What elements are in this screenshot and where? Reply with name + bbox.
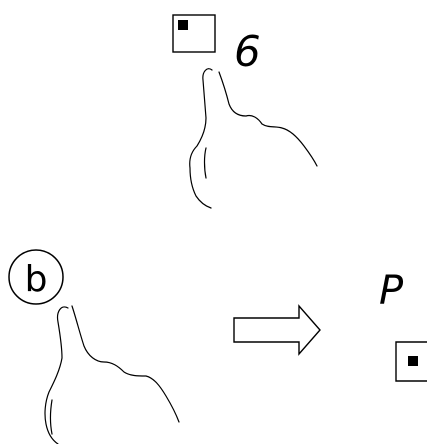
b-button: b — [8, 249, 64, 305]
top-step: 6 — [172, 14, 318, 209]
pointing-hand-icon — [189, 68, 318, 209]
b-button-label: b — [25, 259, 48, 300]
stop-square-key-icon — [172, 14, 216, 53]
display-digit: 6 — [234, 27, 261, 76]
result-stop-square-key-icon — [395, 341, 427, 382]
bottom-step: b P — [8, 249, 427, 444]
result-display: P — [379, 268, 404, 314]
pointing-hand-icon — [44, 305, 180, 444]
right-arrow-icon — [233, 304, 321, 356]
